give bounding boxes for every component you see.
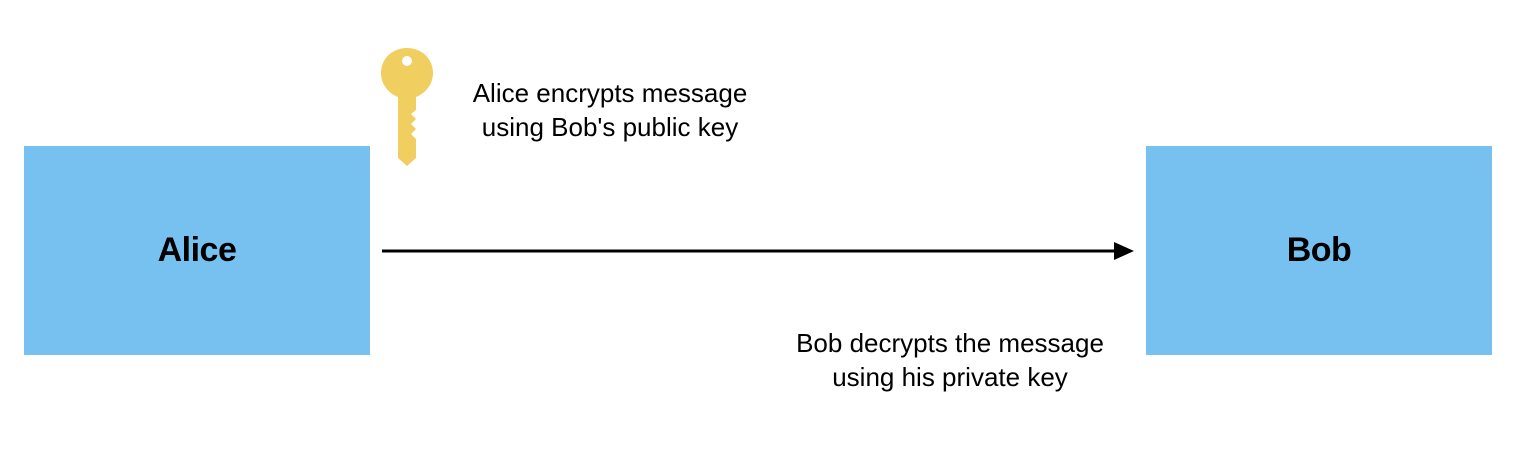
message-arrow (382, 242, 1134, 260)
key-icon (381, 48, 433, 166)
encrypt-note: Alice encrypts message using Bob's publi… (440, 76, 780, 144)
bob-label: Bob (1286, 231, 1352, 269)
bob-box: Bob (1146, 146, 1492, 355)
decrypt-note: Bob decrypts the message using his priva… (760, 326, 1140, 394)
decrypt-note-line-1: Bob decrypts the message (796, 328, 1104, 358)
encrypt-note-line-2: using Bob's public key (481, 112, 739, 142)
alice-box: Alice (24, 146, 370, 355)
alice-label: Alice (157, 231, 237, 269)
decrypt-note-line-2: using his private key (832, 362, 1068, 392)
encrypt-note-line-1: Alice encrypts message (472, 78, 748, 108)
